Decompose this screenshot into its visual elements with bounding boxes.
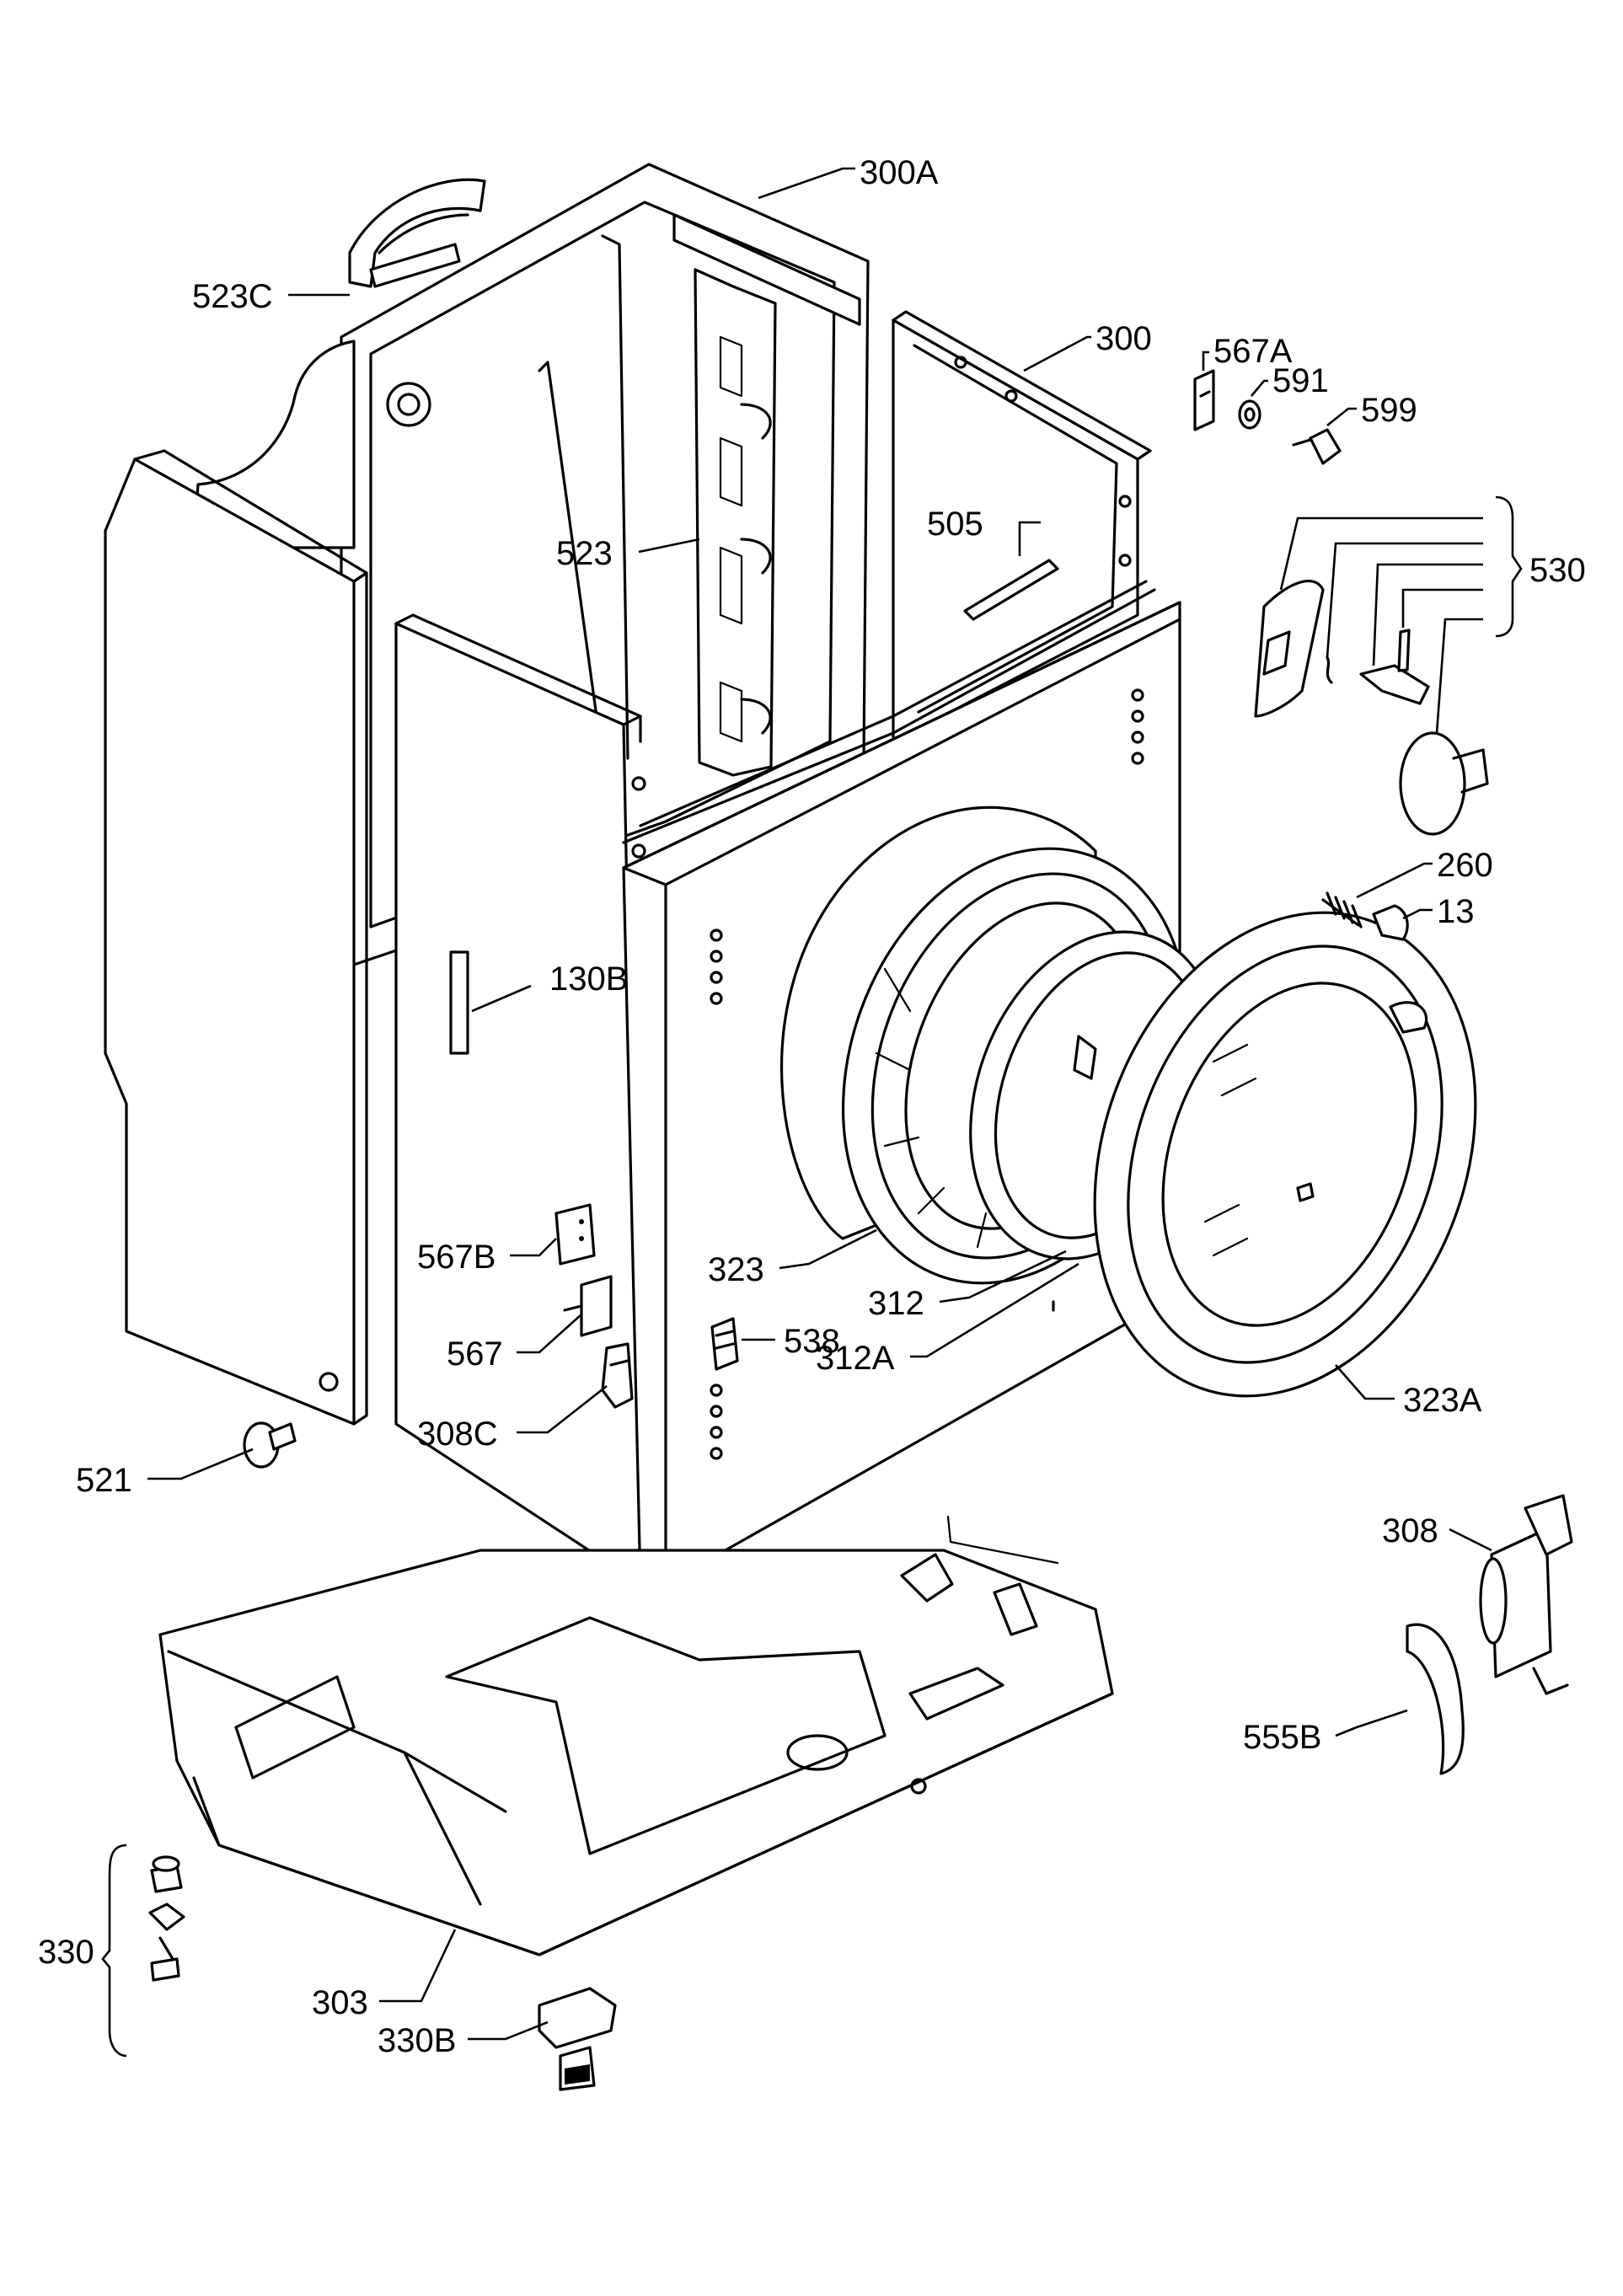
screw-521 xyxy=(243,1421,297,1469)
plate-567A xyxy=(1193,369,1215,431)
label-323A: 323A xyxy=(1403,1382,1482,1419)
left-side-panel xyxy=(104,449,368,1426)
strip-523 xyxy=(694,268,777,777)
screw-599 xyxy=(1292,428,1342,465)
kit-330 xyxy=(148,1855,185,1982)
label-330: 330 xyxy=(38,1934,94,1971)
label-323: 323 xyxy=(708,1251,764,1288)
washer-591 xyxy=(1238,399,1261,430)
foot-330B xyxy=(538,1987,617,2091)
label-505: 505 xyxy=(927,506,983,543)
hook-308C xyxy=(601,1342,634,1409)
label-300A: 300A xyxy=(860,154,939,191)
label-13: 13 xyxy=(1437,893,1475,930)
label-567: 567 xyxy=(447,1335,503,1373)
label-308C: 308C xyxy=(417,1416,498,1453)
latch-538 xyxy=(710,1317,739,1371)
label-521: 521 xyxy=(76,1462,132,1499)
hinge-308 xyxy=(1479,1494,1573,1695)
label-312A: 312A xyxy=(816,1340,895,1377)
label-312: 312 xyxy=(868,1285,924,1322)
label-555B: 555B xyxy=(1243,1719,1321,1756)
spring-260 xyxy=(1321,891,1363,929)
side-panel-300 xyxy=(892,310,1152,743)
label-300: 300 xyxy=(1095,320,1152,357)
leader-lines xyxy=(101,167,1523,2058)
cover-555B xyxy=(1406,1623,1465,1775)
label-567B: 567B xyxy=(417,1239,495,1276)
label-523: 523 xyxy=(556,535,613,572)
label-599: 599 xyxy=(1361,392,1417,429)
bracket-567 xyxy=(563,1275,613,1337)
label-591: 591 xyxy=(1272,362,1329,399)
label-303: 303 xyxy=(312,1984,368,2021)
label-523C: 523C xyxy=(192,278,273,315)
door-323A xyxy=(1093,911,1477,1398)
label-260: 260 xyxy=(1437,847,1493,884)
handle-assembly-530 xyxy=(1254,580,1489,836)
label-538: 538 xyxy=(784,1323,840,1360)
clip-523C xyxy=(348,178,486,288)
label-567A: 567A xyxy=(1213,333,1293,370)
label-308: 308 xyxy=(1382,1512,1438,1549)
bracket-567B xyxy=(554,1203,596,1266)
label-130B: 130B xyxy=(549,961,628,998)
label-530: 530 xyxy=(1529,552,1586,589)
button-13 xyxy=(1372,904,1409,941)
label-330B: 330B xyxy=(378,2022,456,2059)
pin-505 xyxy=(963,559,1059,621)
base-303 xyxy=(158,1515,1114,1956)
